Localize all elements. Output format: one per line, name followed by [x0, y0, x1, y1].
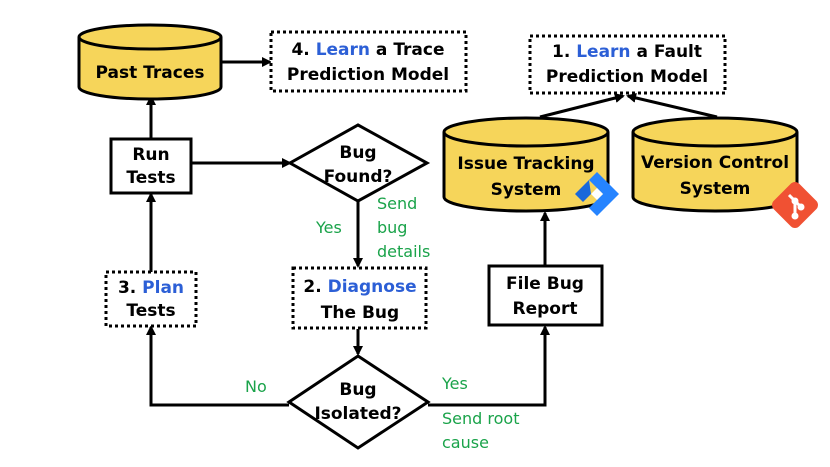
learn-trace-highlight: Learn: [316, 40, 370, 60]
past-traces-top: [77, 23, 223, 51]
file-bug-line1: File Bug: [506, 274, 584, 294]
bug-found-line1: Bug: [339, 143, 376, 163]
issue-tracking-top: [442, 116, 610, 148]
learn-trace-line2: Prediction Model: [287, 65, 449, 85]
diagnose-highlight: Diagnose: [328, 277, 417, 297]
version-control-cylinder: Version Control System: [631, 116, 799, 213]
edges: [146, 57, 718, 407]
file-bug-border: [487, 264, 604, 327]
learn-trace-prefix: 4.: [291, 40, 315, 60]
yes-found-label: Yes: [315, 218, 342, 237]
edge-isolated-yes-to-filebug: [428, 325, 550, 407]
learn-fault-prefix: 1.: [552, 42, 576, 62]
bug-found-diamond: Bug Found?: [286, 123, 431, 203]
learn-fault-box: 1. Learn a Fault Prediction Model: [528, 34, 727, 95]
learn-fault-line1: 1. Learn a Fault: [552, 42, 702, 62]
version-control-label-line2: System: [680, 179, 751, 199]
plan-tests-line2: Tests: [126, 301, 175, 321]
learn-trace-suffix: a Trace: [370, 40, 445, 60]
run-tests-border: [109, 137, 193, 195]
edge-issue-to-learn-fault: [539, 93, 625, 119]
plan-tests-box: 3. Plan Tests: [104, 270, 198, 328]
send-bug-details-line1: Send: [377, 194, 417, 213]
issue-tracking-cylinder: Issue Tracking System: [442, 116, 610, 213]
issue-tracking-label-line2: System: [491, 180, 562, 200]
send-bug-details-line3: details: [377, 242, 430, 261]
send-bug-details-line2: bug: [377, 218, 407, 237]
bug-isolated-diamond: Bug Isolated?: [286, 354, 431, 450]
bug-found-line2: Found?: [324, 167, 393, 187]
diagnose-line1: 2. Diagnose: [303, 277, 416, 297]
file-bug-box: File Bug Report: [487, 264, 604, 327]
version-control-label-line1: Version Control: [641, 153, 789, 173]
diagnose-box: 2. Diagnose The Bug: [291, 266, 428, 330]
jira-icon: [575, 172, 619, 216]
bug-isolated-line2: Isolated?: [314, 404, 401, 424]
plan-tests-border: [104, 270, 198, 328]
past-traces-label: Past Traces: [96, 63, 205, 83]
yes-isolated-label: Yes: [441, 374, 468, 393]
bug-found-shape: [286, 123, 431, 203]
edge-isolated-no-to-plan: [146, 325, 289, 407]
past-traces-cylinder: Past Traces: [77, 23, 223, 101]
diagnose-prefix: 2.: [303, 277, 327, 297]
plan-tests-line1: 3. Plan: [118, 278, 184, 298]
version-control-top: [631, 116, 799, 148]
run-tests-box: Run Tests: [109, 137, 193, 195]
no-isolated-label: No: [245, 377, 267, 396]
run-tests-line1: Run: [132, 145, 169, 165]
learn-trace-box: 4. Learn a Trace Prediction Model: [269, 30, 468, 93]
edge-vcs-to-learn-fault: [626, 92, 718, 119]
run-tests-line2: Tests: [126, 168, 175, 188]
send-root-cause-line1: Send root: [442, 409, 519, 428]
diagnose-line2: The Bug: [321, 303, 399, 323]
learn-fault-highlight: Learn: [576, 42, 630, 62]
file-bug-line2: Report: [513, 299, 578, 319]
learn-fault-suffix: a Fault: [631, 42, 702, 62]
learn-trace-border: [269, 30, 468, 93]
diagnose-border: [291, 266, 428, 330]
plan-tests-prefix: 3.: [118, 278, 142, 298]
plan-tests-highlight: Plan: [142, 278, 184, 298]
bug-isolated-line1: Bug: [339, 380, 376, 400]
send-root-cause-line2: cause: [442, 433, 489, 452]
bug-isolated-shape: [286, 354, 431, 450]
learn-fault-border: [528, 34, 727, 95]
issue-tracking-label-line1: Issue Tracking: [457, 154, 594, 174]
learn-fault-line2: Prediction Model: [546, 67, 708, 87]
learn-trace-line1: 4. Learn a Trace: [291, 40, 444, 60]
past-traces-body: [77, 37, 223, 101]
git-icon: [772, 182, 818, 228]
